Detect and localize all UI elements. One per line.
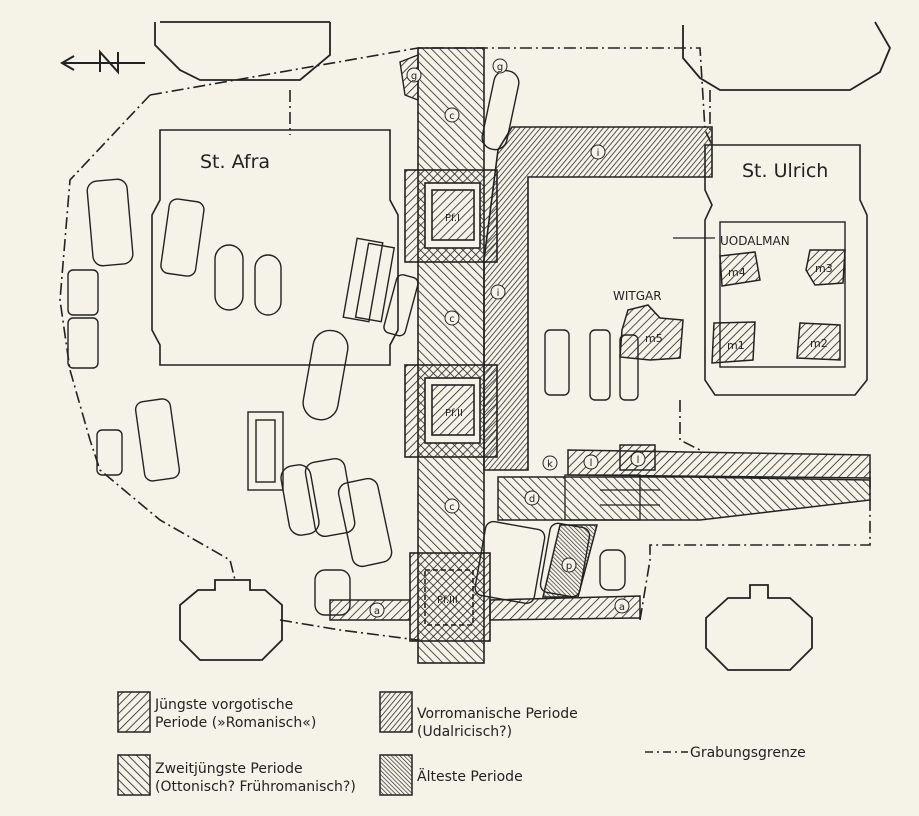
legend-second-line1: Zweitjüngste Periode (155, 761, 303, 777)
st-ulrich-label: St. Ulrich (742, 160, 828, 182)
svg-text:c: c (449, 314, 455, 325)
legend-youngest-line2: Periode (»Romanisch«) (155, 715, 316, 731)
legend-swatch-preromanesque (379, 691, 413, 733)
svg-text:k: k (547, 459, 553, 470)
svg-text:g: g (411, 71, 417, 82)
st-afra-outline (151, 129, 399, 366)
svg-text:i: i (597, 148, 600, 159)
wall-d (497, 476, 871, 521)
svg-text:d: d (529, 494, 535, 505)
north-arrow-icon (60, 49, 145, 75)
st-ulrich-outline (704, 144, 868, 396)
legend-youngest-line1: Jüngste vorgotische (154, 697, 293, 713)
legend-swatch-oldest (379, 754, 413, 796)
pier-2 (404, 364, 498, 458)
m3-label: m3 (815, 262, 833, 275)
st-afra-label: St. Afra (200, 151, 270, 173)
wall-a (329, 595, 641, 621)
legend-oldest: Älteste Periode (417, 767, 523, 785)
pier-1-label: Pf.I (445, 213, 460, 224)
burial-slabs (619, 249, 846, 364)
svg-text:p: p (566, 561, 572, 572)
pier-1 (404, 169, 498, 263)
wall-letter-markers: g g c c c i i k l l d p a a (369, 58, 646, 618)
svg-text:a: a (374, 606, 380, 617)
m1-label: m1 (727, 339, 745, 352)
svg-text:i: i (497, 288, 500, 299)
grave-outlines (67, 69, 639, 616)
pier-3 (409, 552, 491, 642)
m2-label: m2 (810, 337, 828, 350)
witgar-label: WITGAR (613, 289, 662, 303)
pier-2-label: Pf.II (445, 408, 463, 419)
legend-swatch-second (117, 754, 151, 796)
uodalman-label: UODALMAN (720, 234, 790, 248)
wall-l (567, 449, 871, 479)
m5-label: m5 (645, 332, 663, 345)
legend-preromanesque-line2: (Udalricisch?) (417, 724, 512, 740)
m4-label: m4 (728, 266, 746, 279)
legend-swatch-youngest (117, 691, 151, 733)
svg-text:a: a (619, 602, 625, 613)
svg-text:c: c (449, 502, 455, 513)
wall-i (483, 126, 713, 471)
svg-text:g: g (497, 62, 503, 73)
legend-second-line2: (Ottonisch? Frühromanisch?) (155, 779, 356, 795)
top-left-building-outline (154, 21, 331, 81)
bottom-left-building-outline (179, 579, 283, 661)
svg-text:l: l (637, 455, 640, 466)
bottom-right-building-outline (705, 584, 813, 671)
legend-preromanesque-line1: Vorromanische Periode (417, 706, 578, 722)
svg-text:l: l (590, 458, 593, 469)
pier-3-label: Pf.III (437, 595, 458, 606)
top-right-building-outline (682, 21, 892, 91)
legend-boundary: Grabungsgrenze (690, 745, 806, 761)
svg-text:c: c (449, 111, 455, 122)
